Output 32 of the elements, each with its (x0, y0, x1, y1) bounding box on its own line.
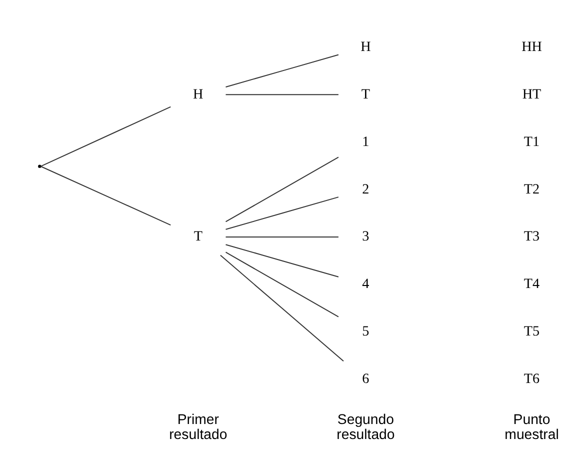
connector (226, 54, 339, 88)
node-point (38, 164, 42, 168)
label: HT (522, 86, 542, 102)
connector (226, 244, 339, 277)
node-text: T (194, 228, 202, 244)
node-text: 4 (362, 276, 370, 292)
connector (226, 94, 338, 95)
node-text: T (361, 86, 370, 102)
connector (226, 236, 338, 237)
node-text: 2 (362, 180, 370, 197)
connector (40, 165, 171, 225)
connector (226, 156, 339, 222)
label: T1 (524, 133, 540, 150)
connector (226, 196, 339, 230)
label: T5 (524, 323, 540, 340)
label: T4 (524, 276, 540, 292)
label: T3 (524, 228, 540, 244)
connector (40, 106, 171, 166)
node-text: 6 (362, 370, 370, 387)
connector (226, 251, 339, 317)
node-text: 1 (362, 133, 370, 150)
connector (220, 254, 344, 361)
label: T2 (524, 180, 540, 197)
node-text: 3 (362, 228, 370, 244)
node-text: H (360, 38, 371, 54)
label: Segundo resultado (336, 410, 395, 442)
node-text: H (193, 86, 204, 102)
label: T6 (524, 370, 540, 387)
label: Primer resultado (169, 410, 228, 442)
label: HH (522, 38, 542, 54)
label: Punto muestral (504, 410, 559, 442)
node-text: 5 (362, 323, 370, 340)
